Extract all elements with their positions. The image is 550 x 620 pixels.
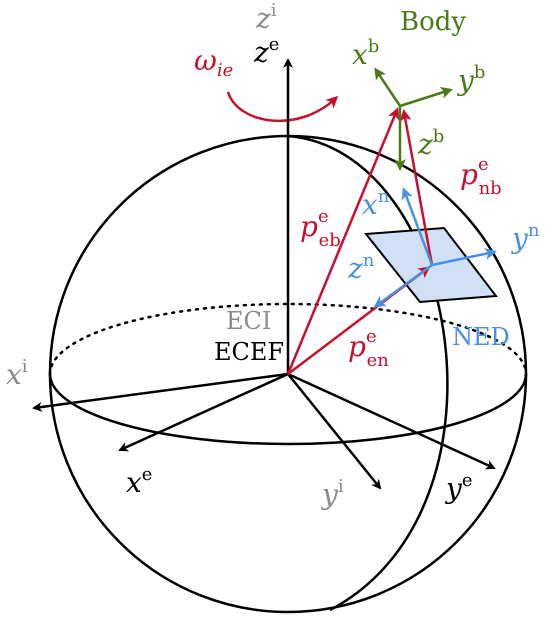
equator-back: [48, 302, 528, 376]
zn-label: zn: [347, 250, 375, 285]
p-nb-vector: [399, 109, 434, 266]
ecef-frame-label: ECEF: [214, 338, 284, 366]
xb-axis: [374, 67, 402, 107]
ze-label: ze: [253, 34, 279, 69]
xn-axis: [401, 187, 434, 266]
ye-label: ye: [444, 470, 472, 505]
ye-axis: [287, 372, 496, 470]
zn-axis: [373, 263, 433, 308]
yb-axis: [399, 87, 453, 108]
equator-front: [48, 373, 528, 446]
xn-label: xn: [362, 186, 390, 221]
zi-label: zi: [255, 0, 277, 35]
p-eb-vector: [286, 107, 400, 375]
xi-axis: [32, 372, 289, 412]
eci-frame-label: ECI: [226, 307, 271, 335]
yn-label: yn: [510, 220, 540, 255]
omega-ie-label: ωie: [194, 44, 233, 81]
xi-label: xi: [6, 356, 28, 391]
yi-label: yi: [320, 476, 344, 511]
earth-rotation-arrow: [226, 91, 339, 123]
meridian: [287, 134, 449, 612]
yi-axis: [287, 373, 382, 490]
ned-frame-label: NED: [452, 323, 510, 351]
yn-axis: [431, 247, 497, 267]
zb-label: zb: [417, 126, 444, 161]
yb-label: yb: [456, 62, 485, 97]
xe-axis: [118, 372, 289, 452]
xb-label: xb: [352, 36, 379, 71]
xe-label: xe: [126, 464, 152, 499]
body-frame-label: Body: [400, 7, 466, 37]
